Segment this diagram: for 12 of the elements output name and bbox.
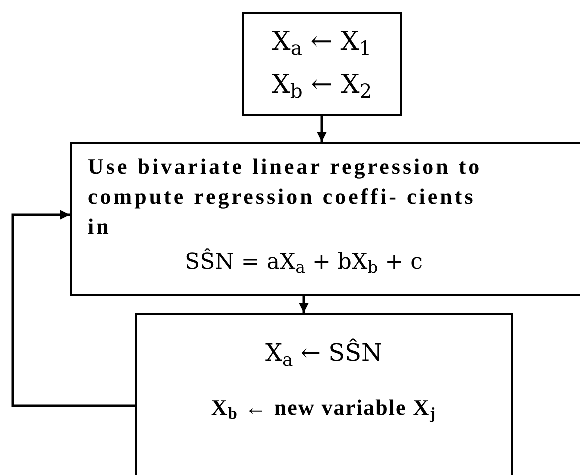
arrow	[12, 210, 135, 408]
formula-text: X$_{b}$ ← new variable X$_{j}$	[211, 394, 437, 424]
arrow	[317, 116, 327, 142]
step-description: Use bivariate linear regression to compute regression coeffi- cients in	[88, 153, 484, 241]
formula-text: X$_{b}$ ← X$_{2}$	[272, 69, 372, 105]
process-box	[135, 313, 513, 475]
formula-text: X$_{a}$ ← SŜN	[265, 338, 383, 371]
process-box	[242, 12, 402, 116]
formula-text: SŜN = aX$_{a}$ + bX$_{b}$ + c	[185, 248, 423, 279]
process-box	[70, 142, 580, 296]
arrow	[299, 296, 309, 313]
formula-text: X$_{a}$ ← X$_{1}$	[272, 26, 372, 62]
